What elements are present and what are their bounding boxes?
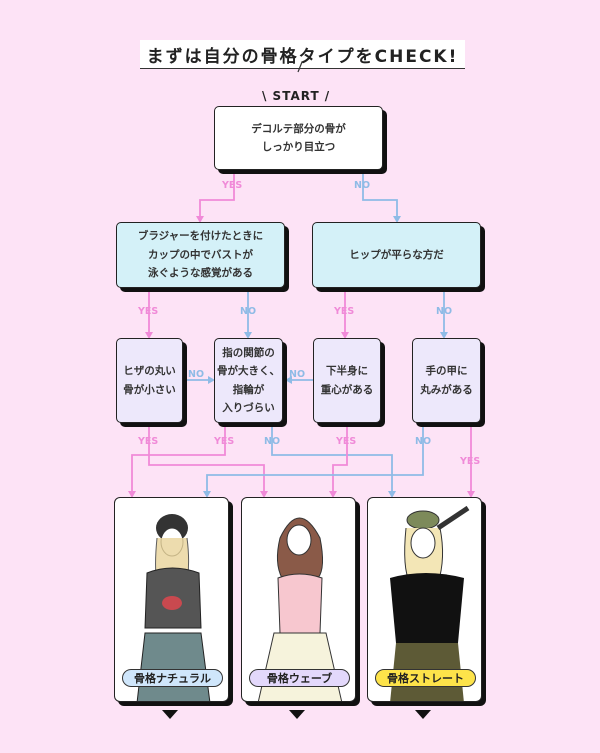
question-lower-body: 下半身に重心がある: [313, 338, 381, 423]
question-text: 骨が大きく、: [217, 365, 280, 378]
question-text: デコルテ部分の骨が: [251, 122, 346, 135]
no-label: NO: [188, 369, 205, 380]
question-text: 丸みがある: [420, 383, 473, 396]
no-label: NO: [289, 369, 306, 380]
question-text: しっかり目立つ: [261, 141, 336, 153]
question-text: 入りづらい: [222, 401, 275, 414]
question-flat-hip: ヒップが平らな方だ: [312, 222, 481, 288]
down-triangle-icon: [289, 710, 305, 719]
question-finger-joint: 指の関節の骨が大きく、指輪が入りづらい: [214, 338, 283, 423]
down-triangle-icon: [415, 710, 431, 719]
yes-label: YES: [460, 456, 481, 467]
question-text: 重心がある: [320, 383, 374, 396]
no-label: NO: [436, 306, 453, 317]
question-decollete-bone: デコルテ部分の骨がしっかり目立つ: [214, 106, 383, 170]
yes-label: YES: [222, 180, 243, 191]
yes-label: YES: [138, 436, 159, 447]
result-label-wave: 骨格ウェーブ: [249, 669, 350, 687]
yes-label: YES: [138, 306, 159, 317]
question-bust-cup: ブラジャーを付けたときにカップの中でバストが泳ぐような感覚がある: [116, 222, 285, 288]
yes-label: YES: [336, 436, 357, 447]
question-text: 骨が小さい: [123, 383, 176, 396]
yes-label: YES: [214, 436, 235, 447]
down-triangle-icon: [162, 710, 178, 719]
question-text: 下半身に: [326, 365, 368, 378]
question-back-of-hand: 手の甲に丸みがある: [412, 338, 481, 423]
no-label: NO: [354, 180, 371, 191]
question-text: カップの中でバストが: [147, 248, 253, 261]
question-text: 手の甲に: [425, 365, 468, 378]
question-text: 指の関節の: [222, 346, 275, 359]
question-text: ブラジャーを付けたときに: [137, 230, 264, 243]
question-text: 泳ぐような感覚がある: [147, 267, 253, 280]
result-card-natural[interactable]: 骨格ナチュラル: [114, 497, 229, 702]
page-title: まずは自分の骨格タイプをCHECK!: [140, 40, 465, 69]
result-card-wave[interactable]: 骨格ウェーブ: [241, 497, 356, 702]
question-text: ヒザの丸い: [123, 365, 176, 378]
question-text: ヒップが平らな方だ: [349, 248, 444, 261]
question-knee-bone: ヒザの丸い骨が小さい: [116, 338, 183, 423]
result-card-straight[interactable]: 骨格ストレート: [367, 497, 482, 702]
no-label: NO: [240, 306, 257, 317]
no-label: NO: [264, 436, 281, 447]
start-label: \ START /: [262, 89, 331, 103]
no-label: NO: [415, 436, 432, 447]
result-label-natural: 骨格ナチュラル: [122, 669, 223, 687]
question-text: 指輪が: [232, 383, 265, 396]
yes-label: YES: [334, 306, 355, 317]
result-label-straight: 骨格ストレート: [375, 669, 476, 687]
